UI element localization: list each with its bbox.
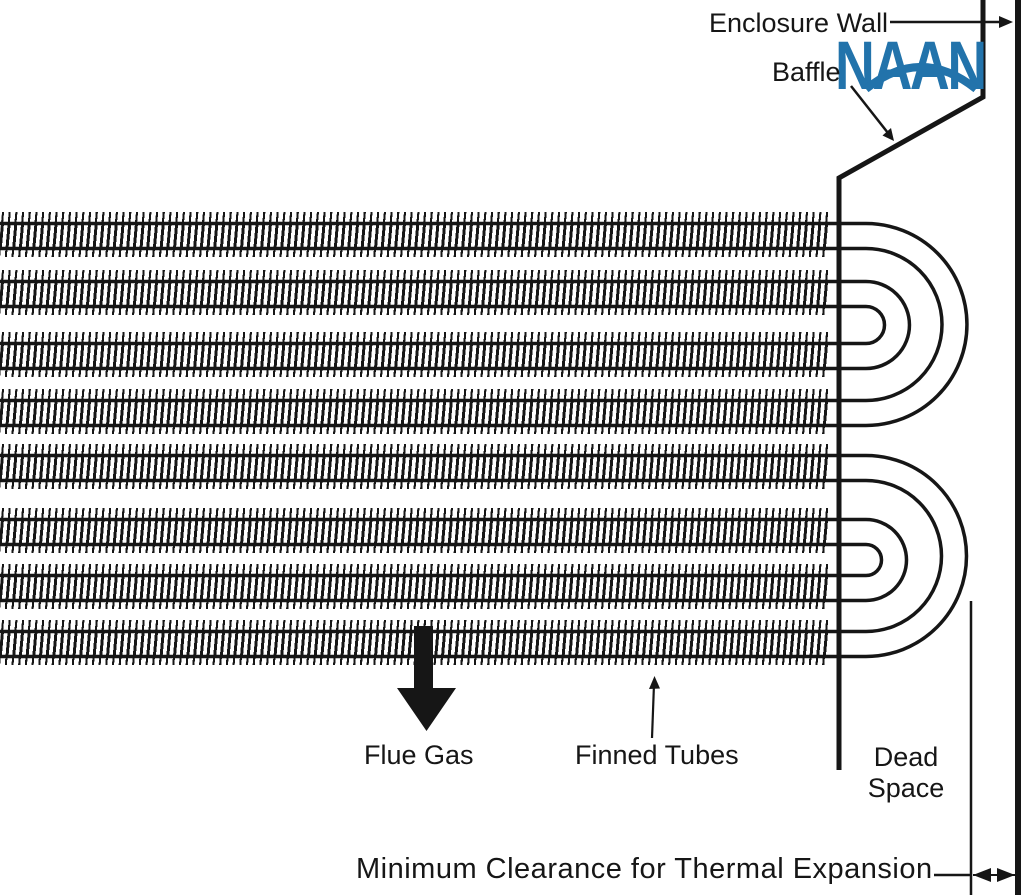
baffle-arrow-icon — [850, 85, 894, 141]
tube-lines — [0, 221, 866, 659]
naan-logo-arc-icon — [863, 63, 979, 93]
minimum-clearance-label: Minimum Clearance for Thermal Expansion — [356, 853, 933, 885]
return-bends-upper — [865, 221, 969, 428]
return-bends-lower — [865, 453, 969, 659]
enclosure-wall-arrow-icon — [890, 16, 1013, 28]
dimension-arrow-right-icon — [997, 868, 1015, 882]
clearance-dimension — [934, 601, 1015, 895]
naan-logo: NAAN — [835, 31, 1024, 111]
finned-tubes-label: Finned Tubes — [575, 740, 739, 770]
flue-gas-label: Flue Gas — [364, 740, 474, 770]
dead-space-label: Dead Space — [867, 742, 945, 804]
enclosure-wall-label: Enclosure Wall — [709, 8, 889, 38]
baffle-line — [836, 0, 986, 770]
baffle-label: Baffle — [772, 57, 841, 87]
dimension-arrow-left-icon — [973, 868, 991, 882]
flue-gas-arrow-icon — [397, 626, 456, 731]
finned-tubes-arrow-icon — [649, 676, 660, 739]
